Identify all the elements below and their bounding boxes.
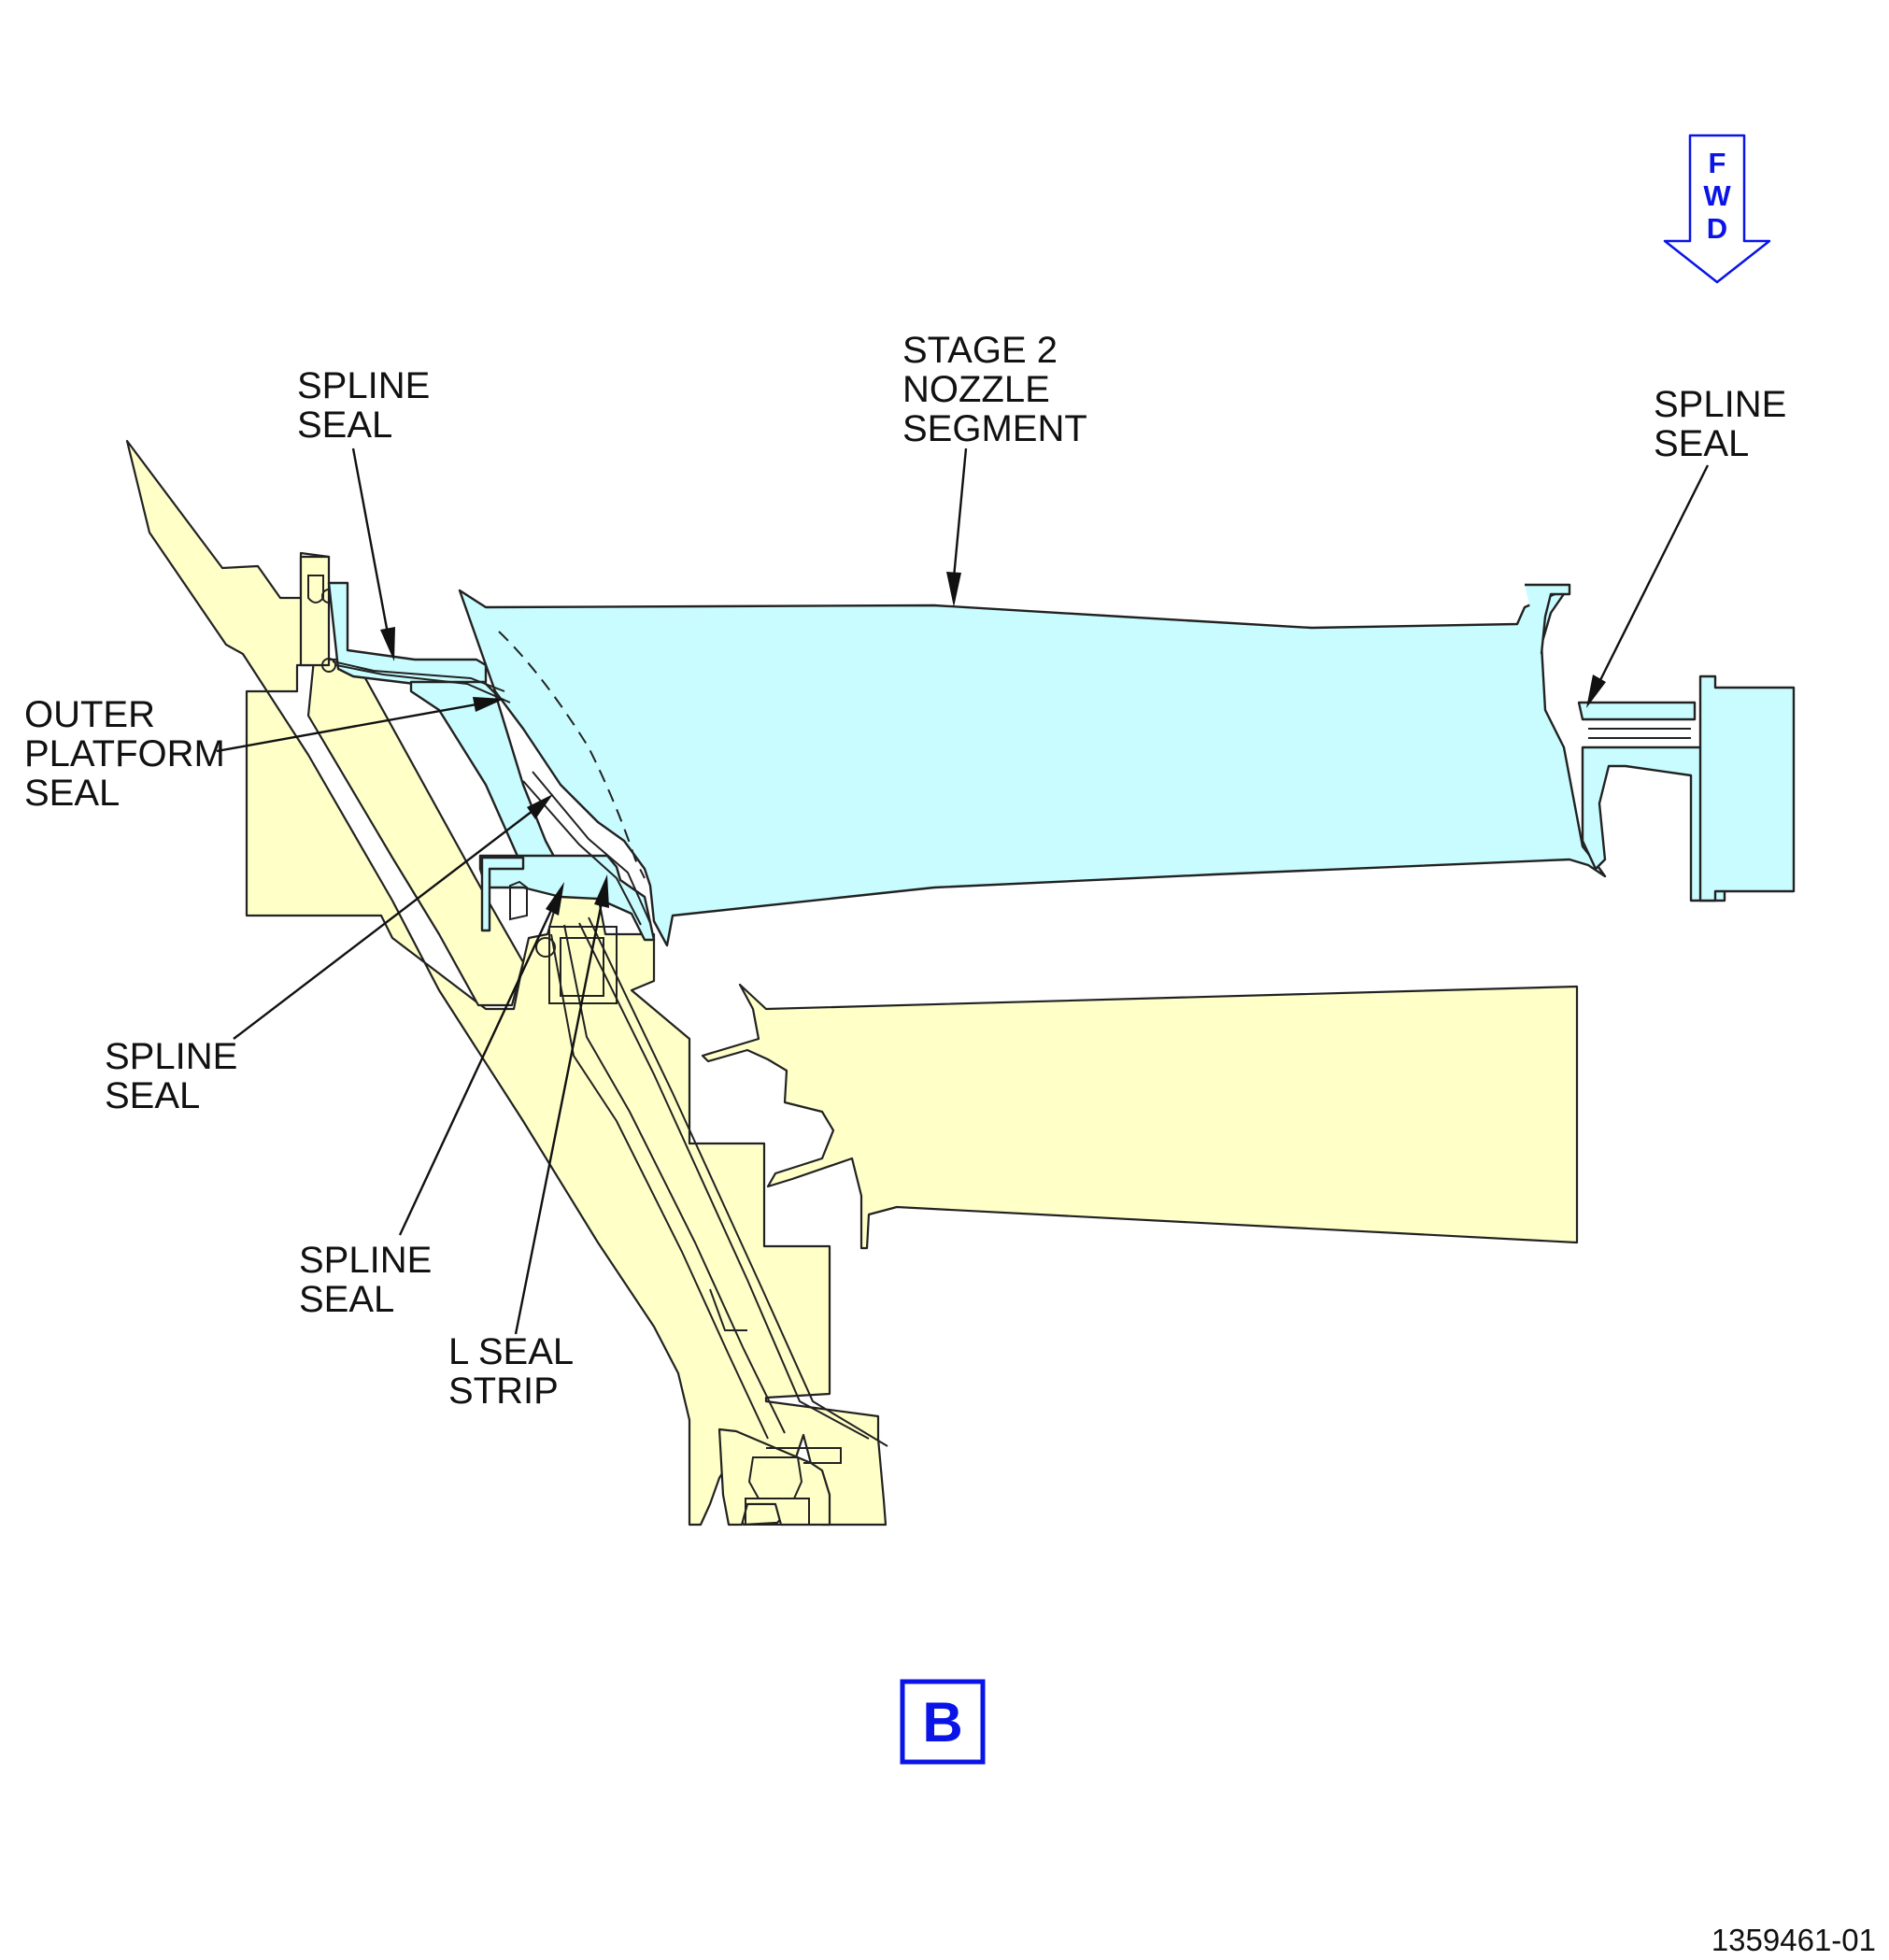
leader-spline-seal-bottom xyxy=(398,905,555,1236)
label-line: SPLINE xyxy=(1654,384,1786,425)
label-line: STAGE 2 xyxy=(902,330,1058,371)
label-line: SEAL xyxy=(299,1279,394,1320)
airfoil-dashed-profile xyxy=(498,631,646,879)
leader-stage2-nozzle-arrowhead xyxy=(946,572,961,607)
leader-spline-seal-top-left xyxy=(351,447,390,634)
casing-structure xyxy=(125,439,1579,1527)
aft-spline-groove xyxy=(1588,728,1691,739)
seal-channel-line-2 xyxy=(563,924,786,1434)
inner-platform-foot xyxy=(478,854,656,942)
label-line: NOZZLE xyxy=(902,369,1050,410)
label-line: SEAL xyxy=(297,405,392,446)
seal-retainer xyxy=(548,926,618,1004)
inner-rail-step xyxy=(480,856,525,932)
support-strut xyxy=(306,658,525,1007)
bolt-nut xyxy=(745,1498,810,1526)
label-spline-seal-bottom: SPLINE SEAL xyxy=(299,1240,432,1320)
leader-l-seal-strip xyxy=(514,902,604,1335)
nozzle-airfoil xyxy=(458,587,1607,947)
flange-lip xyxy=(766,1447,842,1464)
leader-spline-seal-top-left-arrowhead xyxy=(380,627,395,661)
leader-outer-platform-seal-arrowhead xyxy=(473,697,504,712)
label-line: SPLINE xyxy=(105,1036,237,1077)
label-line: SEAL xyxy=(105,1075,200,1116)
leader-lines xyxy=(216,447,1710,1335)
label-stage2-nozzle-segment: STAGE 2 NOZZLE SEGMENT xyxy=(902,330,1087,449)
leader-outer-platform-seal xyxy=(216,703,477,753)
view-label: B xyxy=(900,1679,986,1765)
shroud-band xyxy=(701,983,1579,1250)
leader-spline-seal-mid-left-arrowhead xyxy=(527,794,553,819)
label-line: PLATFORM xyxy=(24,733,225,774)
outer-platform-seal-line xyxy=(332,660,505,692)
label-line: SEGMENT xyxy=(902,408,1087,449)
seal-channel-line-1 xyxy=(550,933,769,1440)
fwd-arrow-icon xyxy=(1663,134,1771,284)
outer-platform-rail xyxy=(327,581,488,686)
label-l-seal-strip: L SEAL STRIP xyxy=(448,1331,574,1412)
label-spline-seal-top-left: SPLINE SEAL xyxy=(297,365,430,446)
fwd-letter-2: W xyxy=(1703,179,1731,212)
fwd-direction-indicator: F W D xyxy=(1663,134,1771,284)
label-line: SEAL xyxy=(1654,423,1749,464)
seal-channel-step xyxy=(709,1288,747,1331)
fwd-letter-3: D xyxy=(1707,212,1727,245)
figure-number: 1359461-01 xyxy=(1711,1923,1876,1957)
leader-spline-seal-top-right-arrowhead xyxy=(1586,675,1606,708)
view-label-box xyxy=(900,1679,986,1765)
leader-spline-seal-mid-left xyxy=(233,810,533,1040)
outer-platform-seal-line-2 xyxy=(335,664,511,703)
label-line: OUTER xyxy=(24,694,155,735)
retainer-hole xyxy=(535,937,556,958)
label-line: L SEAL xyxy=(448,1331,574,1372)
callout-labels: STAGE 2 NOZZLE SEGMENT SPLINE SEAL SPLIN… xyxy=(24,330,1786,1412)
label-outer-platform-seal: OUTER PLATFORM SEAL xyxy=(24,694,225,814)
label-spline-seal-top-right: SPLINE SEAL xyxy=(1654,384,1786,464)
leader-spline-seal-top-right xyxy=(1598,464,1710,683)
stage2-nozzle-segment xyxy=(327,581,1796,947)
leader-stage2-nozzle xyxy=(952,447,968,578)
leader-spline-seal-bottom-arrowhead xyxy=(546,882,564,916)
inner-platform-seal-line-2 xyxy=(532,771,651,924)
casing-pocket-block xyxy=(299,555,331,667)
aft-retaining-block xyxy=(1698,675,1796,902)
pin-hole-lower xyxy=(321,658,336,673)
aft-rail xyxy=(1577,701,1697,721)
seal-channel-line-3 xyxy=(578,922,870,1440)
label-line: SPLINE xyxy=(297,365,430,406)
leader-l-seal-strip-arrowhead xyxy=(594,874,609,908)
aft-hook-upper xyxy=(1525,583,1571,655)
label-spline-seal-mid-left: SPLINE SEAL xyxy=(105,1036,237,1116)
label-line: SEAL xyxy=(24,773,120,814)
label-line: SPLINE xyxy=(299,1240,432,1281)
seal-retainer-inner xyxy=(560,937,604,997)
inner-rail-notch xyxy=(509,880,528,921)
label-line: STRIP xyxy=(448,1371,559,1412)
inner-platform-seal-line xyxy=(522,780,642,926)
view-label-letter: B xyxy=(922,1691,962,1754)
fwd-letter-1: F xyxy=(1709,147,1726,179)
seal-channel-line-4 xyxy=(588,916,888,1447)
